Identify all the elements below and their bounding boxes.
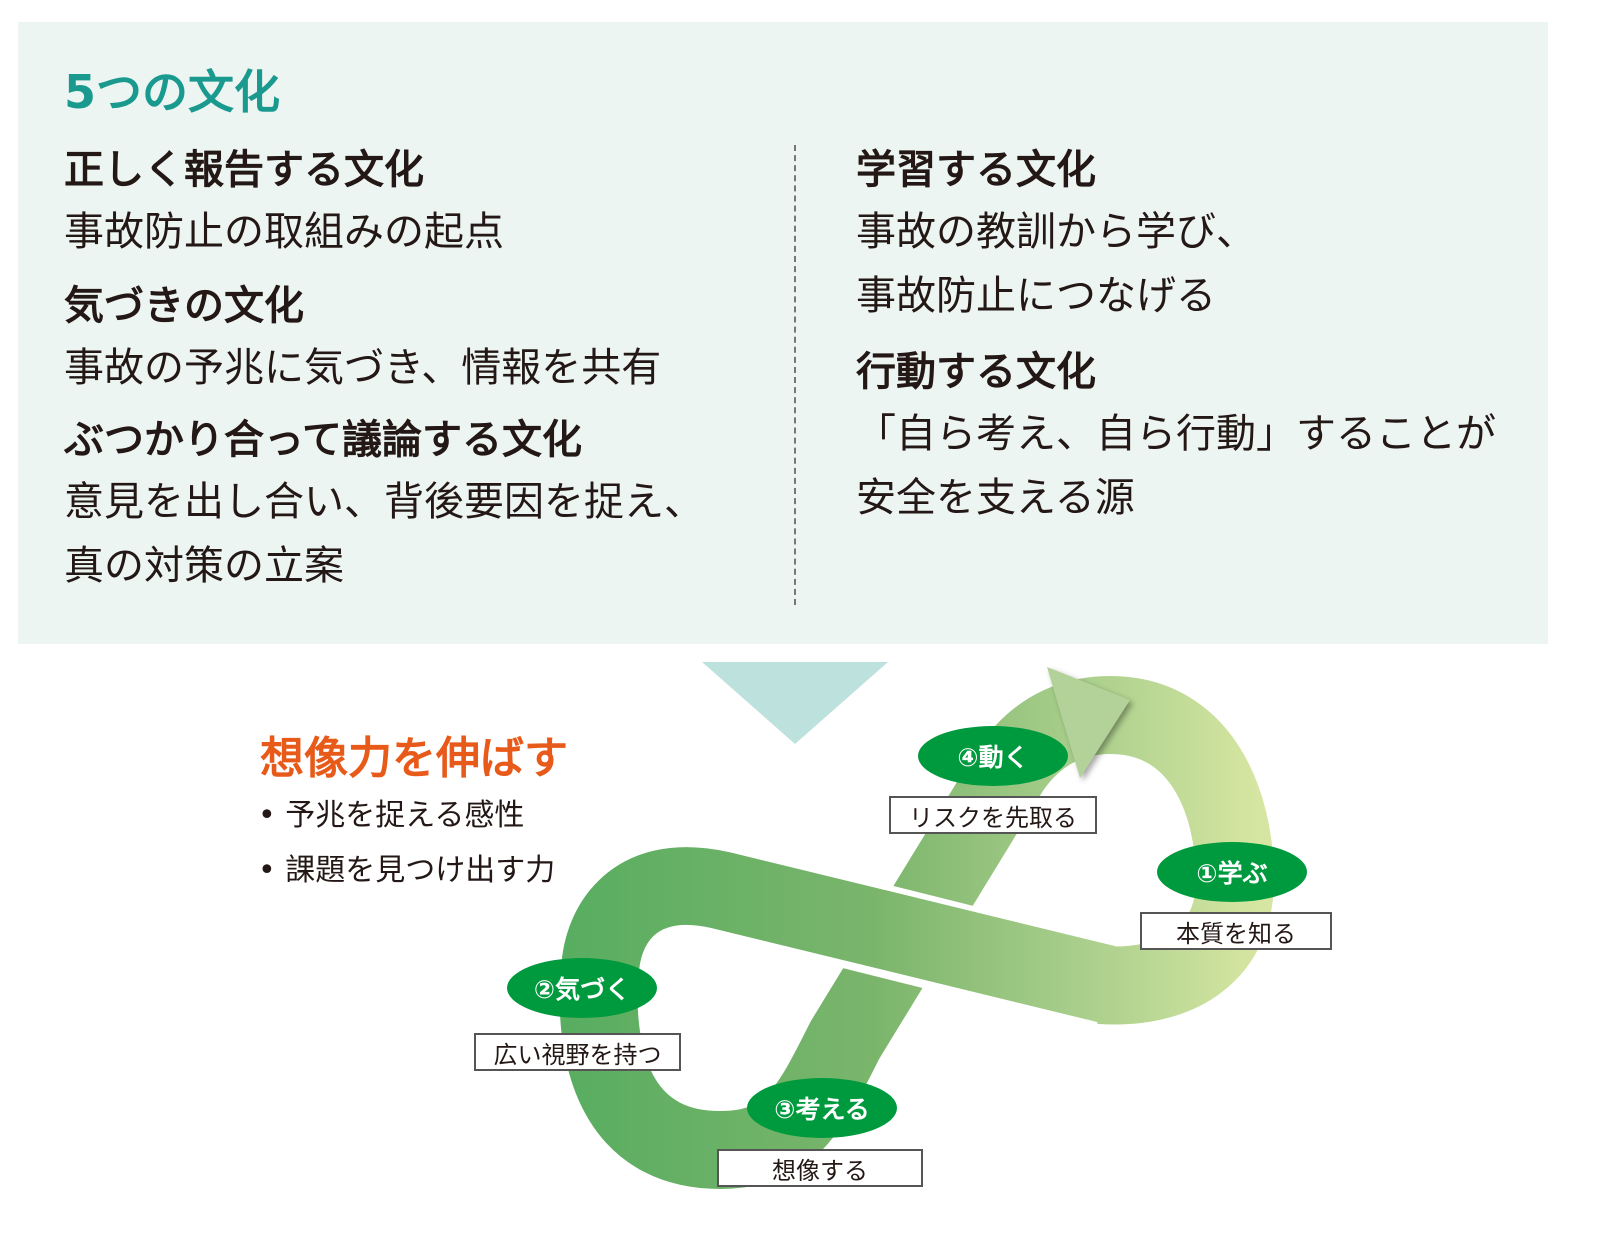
step-label: 本質を知る	[1140, 912, 1332, 950]
culture-heading: 行動する文化	[856, 349, 1096, 395]
right-column: 学習する文化 事故の教訓から学び、 事故防止につなげる 行動する文化 「自ら考え…	[856, 140, 1496, 538]
step-badge-notice: ②気づく	[507, 958, 657, 1018]
cycle-band-up-strand	[559, 675, 1274, 1190]
culture-heading: 学習する文化	[856, 147, 1096, 193]
left-column: 正しく報告する文化 事故防止の取組みの起点 気づきの文化 事故の予兆に気づき、情…	[64, 140, 704, 606]
culture-heading: 気づきの文化	[64, 283, 304, 329]
step-label: リスクを先取る	[889, 796, 1097, 834]
step-label: 広い視野を持つ	[474, 1033, 681, 1071]
culture-heading: ぶつかり合って議論する文化	[64, 417, 582, 463]
culture-desc: 安全を支える源	[856, 475, 1135, 521]
culture-desc: 意見を出し合い、背後要因を捉え、	[64, 479, 704, 525]
cycle-band-lower	[1097, 878, 1274, 1025]
panel-title: 5つの文化	[64, 65, 281, 119]
culture-heading: 正しく報告する文化	[64, 147, 424, 193]
imagination-bullet: • 課題を見つけ出す力	[258, 853, 556, 888]
cycle-band-diagonal	[561, 847, 1120, 1023]
step-label: 想像する	[717, 1149, 923, 1187]
five-cultures-panel	[18, 22, 1548, 644]
imagination-bullet: • 予兆を捉える感性	[258, 798, 525, 833]
imagination-title: 想像力を伸ばす	[260, 733, 568, 784]
culture-desc: 事故の教訓から学び、	[856, 209, 1256, 255]
culture-desc: 事故防止の取組みの起点	[64, 209, 504, 255]
culture-desc: 真の対策の立案	[64, 543, 344, 589]
culture-desc: 「自ら考え、自ら行動」することが	[856, 411, 1496, 457]
culture-desc: 事故防止につなげる	[856, 273, 1216, 319]
step-badge-learn: ①学ぶ	[1157, 842, 1307, 902]
column-divider	[794, 145, 796, 605]
down-arrow-triangle	[702, 662, 888, 744]
culture-desc: 事故の予兆に気づき、情報を共有	[64, 345, 662, 391]
step-badge-act: ④動く	[918, 726, 1068, 786]
step-badge-think: ③考える	[747, 1078, 897, 1138]
arrowhead-icon	[1047, 667, 1130, 778]
